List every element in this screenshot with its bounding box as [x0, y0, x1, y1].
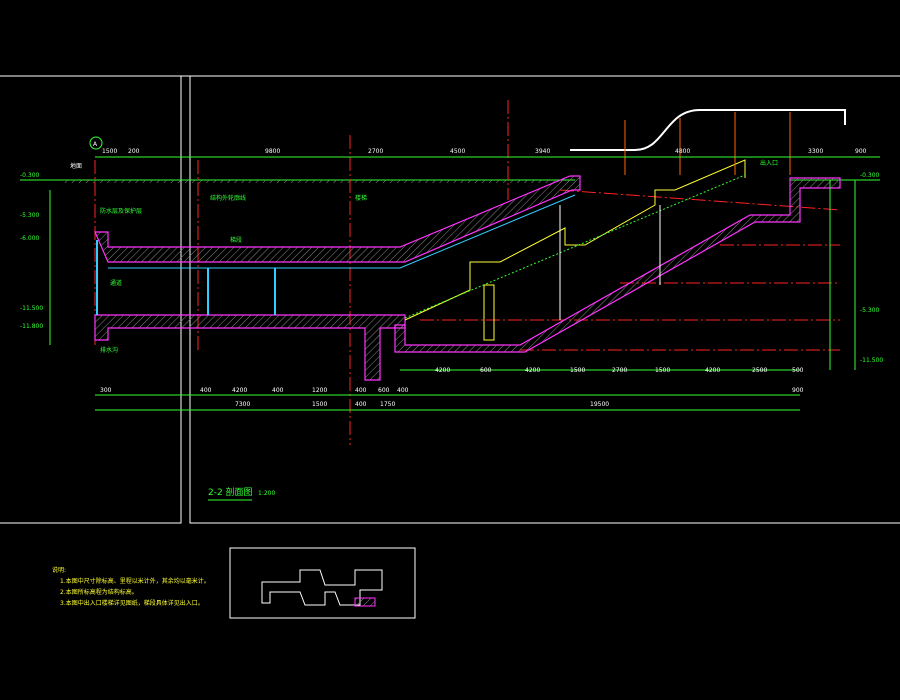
svg-text:2700: 2700: [368, 148, 383, 155]
svg-text:楼梯: 楼梯: [355, 194, 367, 202]
svg-text:200: 200: [128, 148, 140, 155]
svg-text:-11.500: -11.500: [20, 305, 43, 312]
svg-text:-11.800: -11.800: [20, 323, 43, 330]
svg-text:说明:: 说明:: [52, 566, 66, 574]
svg-text:500: 500: [792, 367, 804, 374]
svg-text:4500: 4500: [450, 148, 465, 155]
svg-text:3300: 3300: [808, 148, 823, 155]
canopy-columns: [624, 112, 791, 175]
svg-text:-0.300: -0.300: [20, 172, 40, 179]
svg-text:-5.300: -5.300: [20, 212, 40, 219]
ladder: [483, 284, 495, 341]
svg-text:900: 900: [855, 148, 867, 155]
svg-text:4200: 4200: [705, 367, 720, 374]
axis-lines: [94, 100, 841, 445]
svg-text:通道: 通道: [110, 279, 122, 287]
svg-text:400: 400: [355, 401, 367, 408]
svg-text:A: A: [93, 141, 98, 148]
svg-text:2.本图所标高程为结构标高。: 2.本图所标高程为结构标高。: [60, 588, 138, 596]
svg-text:2500: 2500: [752, 367, 767, 374]
tunnel-structure: [94, 175, 581, 381]
stair-flights: [394, 159, 841, 353]
key-plan-frame: [229, 547, 416, 619]
svg-text:400: 400: [272, 387, 284, 394]
svg-text:3940: 3940: [535, 148, 550, 155]
svg-text:1750: 1750: [380, 401, 395, 408]
svg-text:1.本图中尺寸除标高、里程以米计外，其余均以毫米计。: 1.本图中尺寸除标高、里程以米计外，其余均以毫米计。: [60, 577, 210, 585]
svg-text:4200: 4200: [232, 387, 247, 394]
drawing-title: 2-2 剖面图 1:200: [208, 486, 275, 501]
annotations: 地面 防水层及保护层 结构外轮廓线 楼梯 梯段 出入口 通道 排水沟: [70, 159, 778, 354]
top-dimension-labels: 1500 200 9800 2700 4500 3940 4800 3300 9…: [102, 148, 867, 155]
svg-text:出入口: 出入口: [760, 159, 778, 167]
elevation-marks: -0.300 -5.300 -6.000 -11.500 -11.800 -0.…: [20, 172, 883, 364]
svg-text:排水沟: 排水沟: [100, 346, 118, 354]
svg-text:4200: 4200: [525, 367, 540, 374]
key-plan-highlight: [354, 597, 376, 607]
svg-text:300: 300: [100, 387, 112, 394]
svg-text:600: 600: [378, 387, 390, 394]
svg-text:900: 900: [792, 387, 804, 394]
svg-text:9800: 9800: [265, 148, 280, 155]
svg-text:1200: 1200: [312, 387, 327, 394]
svg-text:19500: 19500: [590, 401, 609, 408]
svg-text:1500: 1500: [655, 367, 670, 374]
svg-text:7300: 7300: [235, 401, 250, 408]
svg-text:4800: 4800: [675, 148, 690, 155]
svg-text:400: 400: [200, 387, 212, 394]
general-notes: 说明: 1.本图中尺寸除标高、里程以米计外，其余均以毫米计。 2.本图所标高程为…: [52, 566, 210, 607]
bottom-dimension-labels: 300 400 4200 400 1200 400 600 400 4200 6…: [100, 367, 804, 408]
svg-text:400: 400: [355, 387, 367, 394]
svg-text:-11.500: -11.500: [860, 357, 883, 364]
axis-bubble-a: A: [89, 136, 103, 150]
dimension-lines: [49, 156, 880, 411]
svg-text:地面: 地面: [70, 162, 82, 170]
svg-text:1500: 1500: [102, 148, 117, 155]
svg-text:600: 600: [480, 367, 492, 374]
svg-text:防水层及保护层: 防水层及保护层: [100, 207, 142, 215]
ground-line: [20, 179, 880, 183]
svg-text:-0.300: -0.300: [860, 172, 880, 179]
sheet-frame: [0, 75, 900, 619]
svg-text:1500: 1500: [570, 367, 585, 374]
canopy: [570, 109, 846, 151]
svg-text:1:200: 1:200: [258, 490, 275, 497]
svg-text:4200: 4200: [435, 367, 450, 374]
svg-text:1500: 1500: [312, 401, 327, 408]
svg-text:2700: 2700: [612, 367, 627, 374]
svg-text:结构外轮廓线: 结构外轮廓线: [210, 194, 246, 202]
svg-text:-6.000: -6.000: [20, 235, 40, 242]
svg-text:-5.300: -5.300: [860, 307, 880, 314]
svg-text:梯段: 梯段: [230, 236, 242, 244]
svg-text:3.本图中出入口楼梯详见图纸，梯段具体详见出入口。: 3.本图中出入口楼梯详见图纸，梯段具体详见出入口。: [60, 599, 204, 607]
svg-text:2-2 剖面图: 2-2 剖面图: [208, 486, 253, 498]
svg-text:400: 400: [397, 387, 409, 394]
